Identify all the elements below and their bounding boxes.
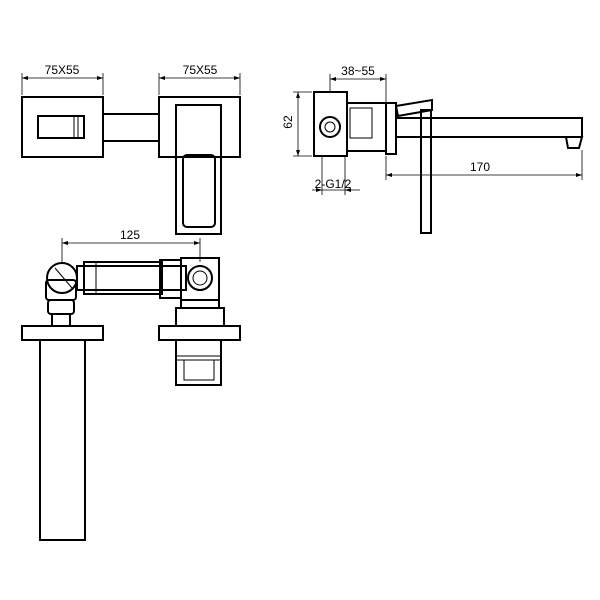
dim-side-thread: 2-G1/2 xyxy=(312,156,360,195)
top-spout-column xyxy=(39,339,86,541)
side-valve-circle xyxy=(319,116,341,138)
dim-side-height: 62 xyxy=(281,91,312,157)
side-wall-plate xyxy=(313,91,348,157)
front-left-plate xyxy=(21,96,104,158)
front-connecting-pipe xyxy=(102,113,160,142)
dim-side-spout: 170 xyxy=(385,150,583,180)
dim-top-center: 125 xyxy=(61,228,201,262)
front-spout-outlet xyxy=(37,115,85,139)
side-view: 38~55 62 170 2-G1/2 xyxy=(281,64,584,234)
dim-front-left-label: 75X55 xyxy=(45,63,80,77)
front-right-plate xyxy=(158,96,241,158)
front-handle xyxy=(175,104,222,235)
dim-front-left: 75X55 xyxy=(21,63,104,95)
side-body xyxy=(346,102,387,152)
dim-side-thread-label: 2-G1/2 xyxy=(315,177,352,191)
top-left-elbow xyxy=(46,262,78,294)
top-right-plate xyxy=(158,325,241,341)
front-view: 75X55 75X55 xyxy=(21,63,241,235)
side-lever xyxy=(420,109,432,234)
front-handle-inner xyxy=(182,154,216,228)
dim-side-height-label: 62 xyxy=(281,115,295,129)
side-spout xyxy=(395,117,583,138)
dim-side-spout-label: 170 xyxy=(470,160,490,174)
dim-side-depth-label: 38~55 xyxy=(341,64,375,78)
dim-top-center-label: 125 xyxy=(120,228,140,242)
top-left-plate xyxy=(21,325,104,341)
side-handle-plate xyxy=(385,102,397,155)
top-handle xyxy=(175,339,222,386)
dim-front-right: 75X55 xyxy=(158,63,241,95)
top-valve-circle xyxy=(187,265,213,291)
dim-side-depth: 38~55 xyxy=(329,64,387,102)
dim-front-right-label: 75X55 xyxy=(183,63,218,77)
top-view: 125 xyxy=(21,228,241,541)
top-connecting-pipe xyxy=(76,265,187,291)
